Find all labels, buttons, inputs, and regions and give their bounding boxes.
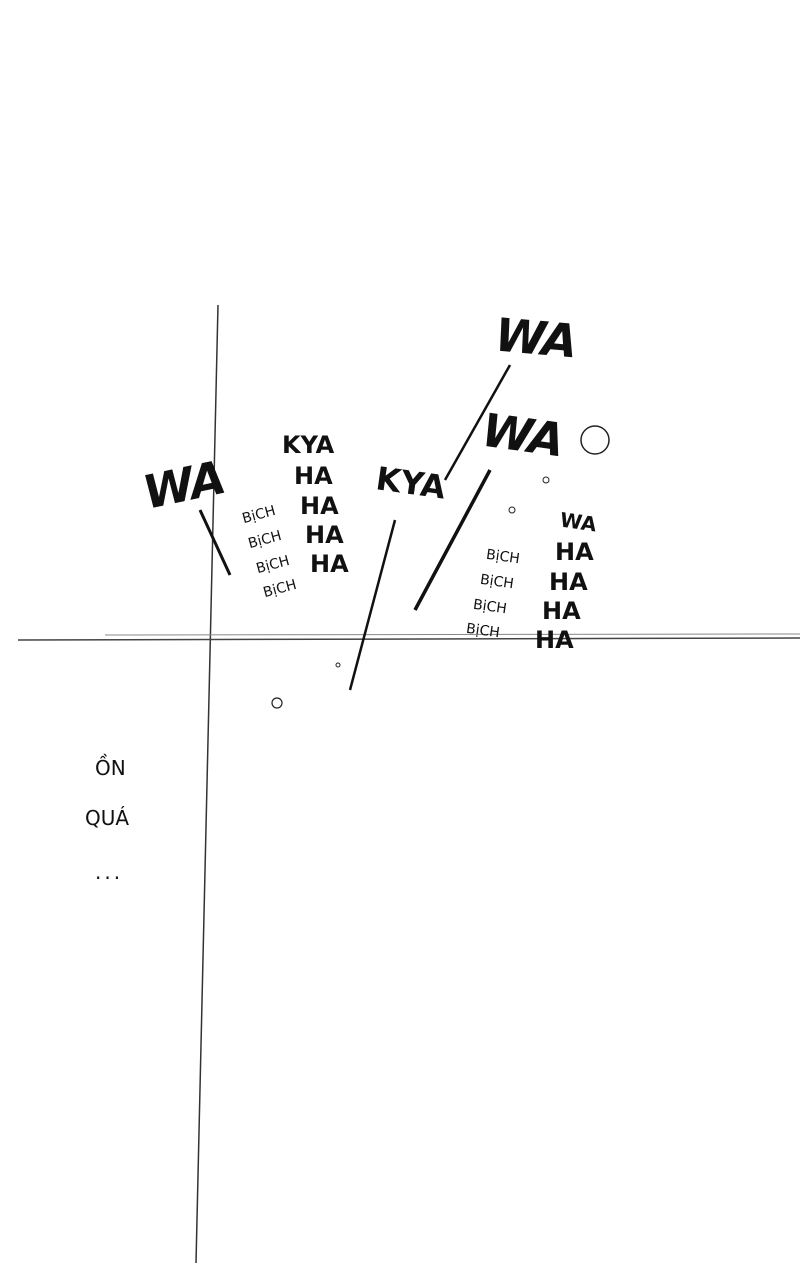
sfx-right-text: HA <box>549 568 588 596</box>
sfx-left-text: HA <box>294 462 333 490</box>
narration-line: ... <box>95 860 124 884</box>
narration-line: ỒN <box>95 756 126 780</box>
sfx-left-text: KYA <box>282 431 335 459</box>
panel-border-horizontal <box>17 637 800 641</box>
sfx-wa-top: WA <box>492 307 578 369</box>
panel-border-horizontal-2 <box>104 633 800 636</box>
sfx-left-text: HA <box>305 521 344 549</box>
sfx-wa-mid: WA <box>478 402 567 468</box>
narration-line: QUÁ <box>85 806 130 830</box>
sfx-right-text: HA <box>542 597 581 625</box>
sfx-left-text: HA <box>300 492 339 520</box>
sfx-kya-center: KYA <box>373 459 448 507</box>
bubble <box>271 697 283 709</box>
bubble <box>508 506 516 514</box>
panel-border-vertical <box>195 304 219 1263</box>
speed-line <box>443 364 512 481</box>
speed-line <box>198 509 232 576</box>
bubble <box>580 425 610 455</box>
sfx-left-text: HA <box>310 550 349 578</box>
sfx-right-text: WA <box>558 507 599 537</box>
speed-line <box>413 469 492 611</box>
sfx-right-text: HA <box>535 626 574 654</box>
sfx-right-text: HA <box>555 538 594 566</box>
bubble <box>335 662 341 668</box>
speed-line <box>348 519 397 691</box>
bubble <box>542 476 550 484</box>
